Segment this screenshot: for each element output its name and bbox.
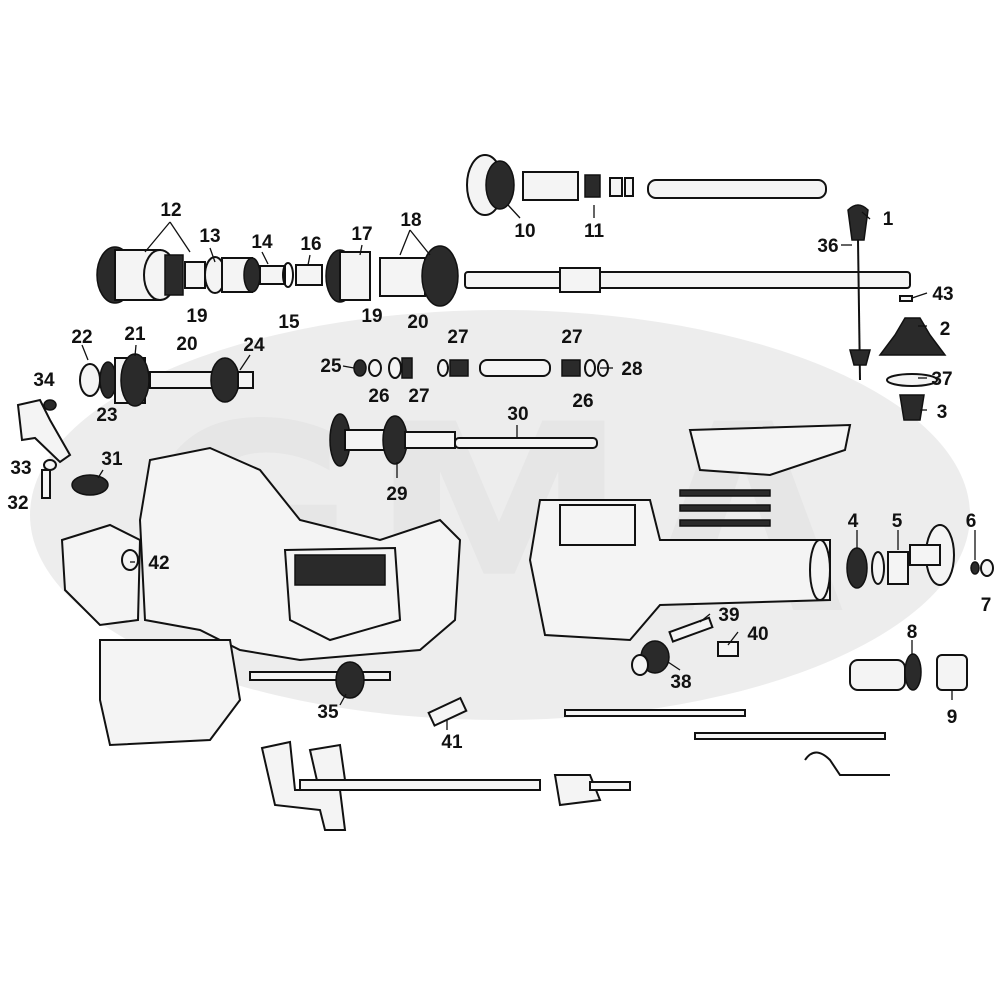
callout-8: 8: [907, 622, 918, 643]
callout-11: 11: [584, 221, 605, 242]
callout-33: 33: [10, 458, 31, 479]
gearbox-housing: [60, 446, 462, 662]
callout-21: 21: [124, 324, 146, 345]
callout-10: 10: [514, 221, 535, 242]
callout-13: 13: [199, 226, 220, 247]
callout-7: 7: [981, 595, 992, 616]
callout-14: 14: [251, 232, 273, 253]
callout-23: 23: [96, 405, 117, 426]
callout-34: 34: [33, 370, 55, 391]
cover-plate: [99, 639, 242, 747]
rear-output-parts: [846, 524, 994, 691]
callout-26-left: 26: [368, 386, 389, 407]
left-small-parts: [16, 398, 109, 499]
callout-35: 35: [317, 702, 339, 723]
callout-37: 37: [931, 369, 952, 390]
callout-16: 16: [300, 234, 321, 255]
callout-20-right: 20: [407, 312, 428, 333]
callout-40: 40: [747, 624, 768, 645]
callout-41: 41: [441, 732, 463, 753]
callout-18: 18: [400, 210, 421, 231]
callout-43: 43: [932, 284, 953, 305]
callout-42: 42: [148, 553, 169, 574]
callout-25: 25: [320, 356, 342, 377]
callout-3: 3: [937, 402, 948, 423]
callout-19-left: 19: [186, 306, 207, 327]
callout-27-b: 27: [408, 386, 429, 407]
callout-24: 24: [243, 335, 265, 356]
callout-26-right: 26: [572, 391, 593, 412]
callout-28: 28: [621, 359, 642, 380]
callout-29: 29: [386, 484, 407, 505]
housing-fins: [679, 489, 771, 527]
callout-15: 15: [278, 312, 300, 333]
callout-2: 2: [940, 319, 951, 340]
callout-30: 30: [507, 404, 528, 425]
callout-labels: 1 2 3 4 5 6 7 8 9 10 11 12 13 14 15 16 1…: [7, 200, 991, 753]
callout-36: 36: [817, 236, 838, 257]
layshaft-assembly: [79, 353, 609, 467]
callout-19-right: 19: [361, 306, 382, 327]
input-shaft-parts: [466, 154, 827, 216]
misc-small-parts: [249, 616, 739, 727]
callout-17: 17: [351, 224, 372, 245]
callout-6: 6: [966, 511, 977, 532]
callout-5: 5: [892, 511, 903, 532]
callout-31: 31: [101, 449, 123, 470]
selector-rods-forks: [260, 709, 890, 831]
selector-housing: [528, 423, 852, 642]
callout-27-c: 27: [561, 327, 582, 348]
gear-lever-assembly: [847, 204, 947, 421]
callout-32: 32: [7, 493, 28, 514]
callout-4: 4: [848, 511, 859, 532]
callout-22: 22: [71, 327, 92, 348]
callout-38: 38: [670, 672, 691, 693]
callout-1: 1: [883, 209, 894, 230]
callout-39: 39: [718, 605, 739, 626]
callout-9: 9: [947, 707, 958, 728]
housing-vent-grille: [294, 554, 386, 586]
callout-12: 12: [160, 200, 181, 221]
leader-lines: [81, 204, 976, 730]
callout-27-a: 27: [447, 327, 468, 348]
callout-20-left: 20: [176, 334, 197, 355]
main-shaft-assembly: [96, 245, 911, 307]
